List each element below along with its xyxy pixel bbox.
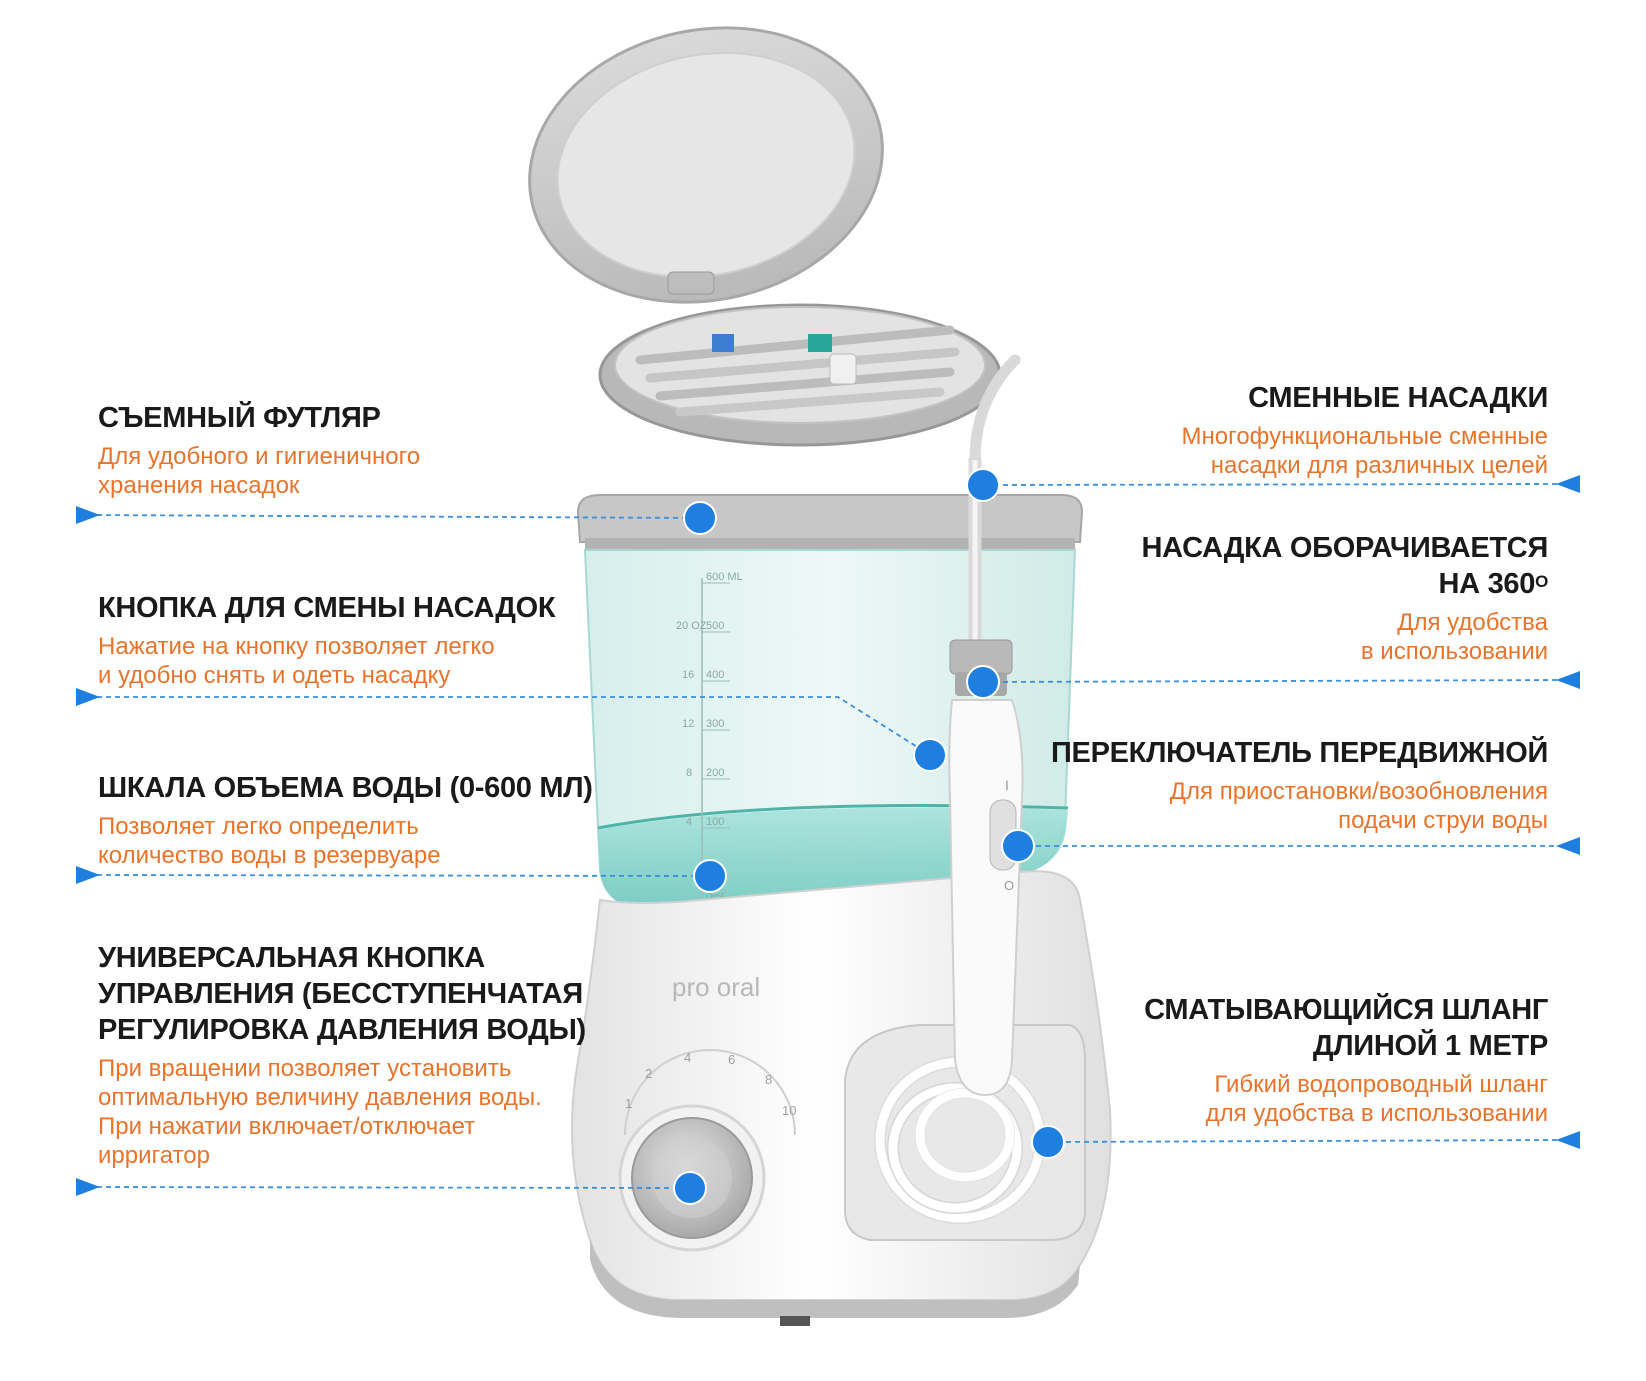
scale-ml-400: 400 — [706, 669, 724, 681]
dot-nozzle-button — [913, 738, 947, 772]
arrowhead-switch — [1556, 837, 1580, 855]
leader-lines — [87, 483, 1563, 1189]
callout-case-title: СЪЕМНЫЙ ФУТЛЯР — [98, 402, 381, 434]
callout-case-desc: Для удобного и гигиеничного хранения нас… — [98, 443, 421, 499]
scale-ml-300: 300 — [706, 718, 724, 730]
scale-oz-16: 16 — [682, 669, 694, 681]
dial-mark-6: 6 — [728, 1052, 735, 1067]
dot-rotation — [966, 665, 1000, 699]
scale-ml-200: 200 — [706, 767, 724, 779]
callout-switch-desc: Для приостановки/возобновления подачи ст… — [1169, 778, 1548, 834]
callout-switch: ПЕРЕКЛЮЧАТЕЛЬ ПЕРЕДВИЖНОЙ Для приостанов… — [1028, 735, 1548, 835]
dial-mark-2: 2 — [645, 1066, 652, 1081]
callout-water-scale: ШКАЛА ОБЪЕМА ВОДЫ (0-600 МЛ) Позволяет л… — [98, 770, 618, 870]
callout-switch-title: ПЕРЕКЛЮЧАТЕЛЬ ПЕРЕДВИЖНОЙ — [1051, 737, 1548, 769]
dial-mark-10: 10 — [782, 1103, 796, 1118]
switch-mark-on: I — [1005, 777, 1009, 793]
scale-oz-12: 12 — [682, 718, 694, 730]
arrowhead-nozzle-button — [76, 688, 100, 706]
callout-hose-title: СМАТЫВАЮЩИЙСЯ ШЛАНГ ДЛИНОЙ 1 МЕТР — [1144, 994, 1548, 1062]
control-dial: 1 2 4 6 8 10 — [618, 1049, 796, 1252]
callout-nozzle-button-desc: Нажатие на кнопку позволяет легко и удоб… — [98, 633, 495, 689]
callout-rotation-degree: О — [1535, 572, 1548, 591]
dial-mark-4: 4 — [684, 1050, 691, 1065]
arrowhead-case — [76, 506, 100, 524]
scale-ml-500: 500 — [706, 620, 724, 632]
callout-nozzle-button-title: КНОПКА ДЛЯ СМЕНЫ НАСАДОК — [98, 592, 556, 624]
callout-nozzles: СМЕННЫЕ НАСАДКИ Многофункциональные смен… — [1028, 380, 1549, 480]
callout-rotation-title: НАСАДКА ОБОРАЧИВАЕТСЯ НА 360О — [1028, 530, 1549, 602]
callout-rotation-title-text: НАСАДКА ОБОРАЧИВАЕТСЯ НА 360 — [1141, 532, 1549, 600]
dial-mark-1: 1 — [625, 1096, 632, 1111]
scale-ml-100: 100 — [706, 816, 724, 828]
scale-oz-20: 20 OZ — [676, 620, 707, 632]
reservoir-lid — [576, 494, 1084, 552]
callout-hose: СМАТЫВАЮЩИЙСЯ ШЛАНГ ДЛИНОЙ 1 МЕТР Гибкий… — [1028, 992, 1548, 1128]
case-lid — [528, 26, 884, 304]
spare-nozzles — [635, 325, 960, 417]
callout-case: СЪЕМНЫЙ ФУТЛЯР Для удобного и гигиенично… — [98, 400, 618, 500]
callout-nozzle-button: КНОПКА ДЛЯ СМЕНЫ НАСАДОК Нажатие на кноп… — [98, 590, 618, 690]
scale-oz-4: 4 — [686, 816, 692, 828]
callout-nozzles-desc: Многофункциональные сменные насадки для … — [1181, 423, 1548, 479]
callout-control-knob-desc: При вращении позволяет установить оптима… — [98, 1055, 542, 1169]
arrowhead-hose — [1556, 1131, 1580, 1149]
scale-oz-8: 8 — [686, 767, 692, 779]
callout-water-scale-title: ШКАЛА ОБЪЕМА ВОДЫ (0-600 МЛ) — [98, 772, 593, 804]
dot-nozzles — [966, 468, 1000, 502]
arrowhead-water-scale — [76, 866, 100, 884]
leader-arrowheads — [76, 475, 1580, 1196]
callout-rotation-desc: Для удобства в использовании — [1360, 609, 1548, 665]
brand-logo: pro oral — [672, 972, 760, 1002]
case-tray — [598, 303, 1002, 447]
arrowhead-rotation — [1556, 671, 1580, 689]
dot-control-knob — [673, 1171, 707, 1205]
dot-case — [683, 501, 717, 535]
callout-control-knob-title: УНИВЕРСАЛЬНАЯ КНОПКА УПРАВЛЕНИЯ (БЕССТУП… — [98, 942, 586, 1046]
water-scale: 600 ML 500 400 300 200 100 0ml 20 OZ 16 … — [676, 571, 743, 910]
callout-dots — [673, 468, 1065, 1205]
callout-hose-desc: Гибкий водопроводный шланг для удобства … — [1205, 1071, 1548, 1127]
arrowhead-nozzles — [1556, 475, 1580, 493]
callout-nozzles-title: СМЕННЫЕ НАСАДКИ — [1248, 382, 1548, 414]
dot-switch — [1001, 829, 1035, 863]
callout-water-scale-desc: Позволяет легко определить количество во… — [98, 813, 441, 869]
arrowhead-control-knob — [76, 1178, 100, 1196]
callout-control-knob: УНИВЕРСАЛЬНАЯ КНОПКА УПРАВЛЕНИЯ (БЕССТУП… — [98, 940, 658, 1170]
dot-water-scale — [693, 859, 727, 893]
dot-hose — [1031, 1125, 1065, 1159]
callout-rotation: НАСАДКА ОБОРАЧИВАЕТСЯ НА 360О Для удобст… — [1028, 530, 1549, 666]
dial-mark-8: 8 — [765, 1072, 772, 1087]
switch-mark-off: O — [1004, 878, 1014, 893]
scale-ml-600: 600 ML — [706, 571, 743, 583]
